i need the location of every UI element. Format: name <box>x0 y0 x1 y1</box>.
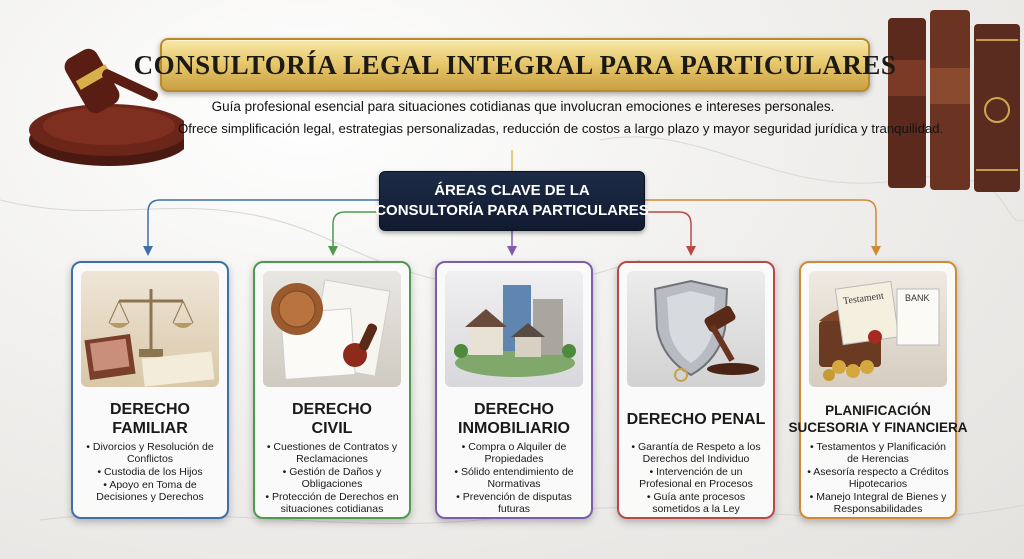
list-item: Custodia de los Hijos <box>77 466 223 478</box>
list-item: Guía ante procesos sometidos a la Ley <box>623 491 769 515</box>
card-title-line-1: PLANIFICACIÓN <box>825 403 931 418</box>
list-item: Intervención de un Profesional en Proces… <box>623 466 769 490</box>
card-derecho-penal: DERECHO PENAL Garantía de Respeto a los … <box>617 261 775 519</box>
card-title: DERECHO FAMILIAR <box>75 395 225 443</box>
card-title-line-1: DERECHO <box>109 401 190 418</box>
card-title-line-1: DERECHO <box>291 401 372 418</box>
card-item-list: Garantía de Respeto a los Derechos del I… <box>623 441 769 516</box>
card-title: PLANIFICACIÓN SUCESORIA Y FINANCIERA <box>788 395 967 443</box>
list-item: Manejo Integral de Bienes y Responsabili… <box>805 491 951 515</box>
buildings-icon <box>445 271 583 387</box>
card-title: DERECHO CIVIL <box>257 395 407 443</box>
card-derecho-civil: DERECHO CIVIL Cuestiones de Contratos y … <box>253 261 411 519</box>
list-item: Compra o Alquiler de Propiedades <box>441 441 587 465</box>
card-title-line-2: SUCESORIA Y FINANCIERA <box>788 420 968 435</box>
card-derecho-familiar: DERECHO FAMILIAR Divorcios y Resolución … <box>71 261 229 519</box>
list-item: Sólido entendimiento de Normativas <box>441 466 587 490</box>
shield-gavel-icon <box>627 271 765 387</box>
list-item: Prevención de disputas futuras <box>441 491 587 515</box>
list-item: Apoyo en Toma de Decisiones y Derechos <box>77 479 223 503</box>
card-item-list: Divorcios y Resolución de Conflictos Cus… <box>77 441 223 504</box>
card-item-list: Testamentos y Planificación de Herencias… <box>805 441 951 516</box>
card-title: DERECHO PENAL <box>621 395 771 443</box>
title-banner: CONSULTORÍA LEGAL INTEGRAL PARA PARTICUL… <box>134 38 896 92</box>
card-item-list: Cuestiones de Contratos y Reclamaciones … <box>259 441 405 516</box>
testament-chest-icon: Testament BANK <box>809 271 947 387</box>
intro-line-2: Ofrece simplificación legal, estrategias… <box>178 121 944 136</box>
bank-label: BANK <box>905 293 930 303</box>
list-item: Gestión de Daños y Obligaciones <box>259 466 405 490</box>
connector-civil <box>332 211 379 248</box>
central-topic-box: ÁREAS CLAVE DE LA CONSULTORÍA PARA PARTI… <box>375 171 649 231</box>
card-title-line-1: DERECHO PENAL <box>626 410 766 428</box>
card-title: DERECHO INMOBILIARIO <box>439 395 589 443</box>
scales-icon <box>81 271 219 387</box>
intro-line-1: Guía profesional esencial para situacion… <box>211 99 835 114</box>
list-item: Testamentos y Planificación de Herencias <box>805 441 951 465</box>
list-item: Asesoría respecto a Créditos Hipotecario… <box>805 466 951 490</box>
card-title-line-2: INMOBILIARIO <box>458 420 570 437</box>
gavel-icon <box>29 48 184 166</box>
connector-sucesoria <box>643 199 877 248</box>
list-item: Divorcios y Resolución de Conflictos <box>77 441 223 465</box>
connector-penal <box>643 211 692 248</box>
card-planificacion-sucesoria: Testament BANK PLANIFICACIÓN SUCESORIA Y… <box>788 261 968 519</box>
list-item: Garantía de Respeto a los Derechos del I… <box>623 441 769 465</box>
connector-familiar <box>147 199 379 248</box>
central-topic-line-2: CONSULTORÍA PARA PARTICULARES <box>375 202 649 219</box>
law-books-icon <box>888 10 1020 192</box>
list-item: Cuestiones de Contratos y Reclamaciones <box>259 441 405 465</box>
card-title-line-2: FAMILIAR <box>112 420 188 437</box>
card-derecho-inmobiliario: DERECHO INMOBILIARIO Compra o Alquiler d… <box>435 261 593 519</box>
card-title-line-2: CIVIL <box>311 420 353 437</box>
page-title: CONSULTORÍA LEGAL INTEGRAL PARA PARTICUL… <box>133 49 897 80</box>
card-title-line-1: DERECHO <box>473 401 554 418</box>
contract-seal-icon <box>263 271 401 387</box>
central-topic-line-1: ÁREAS CLAVE DE LA <box>434 182 590 199</box>
list-item: Protección de Derechos en situaciones co… <box>259 491 405 515</box>
card-item-list: Compra o Alquiler de Propiedades Sólido … <box>441 441 587 516</box>
